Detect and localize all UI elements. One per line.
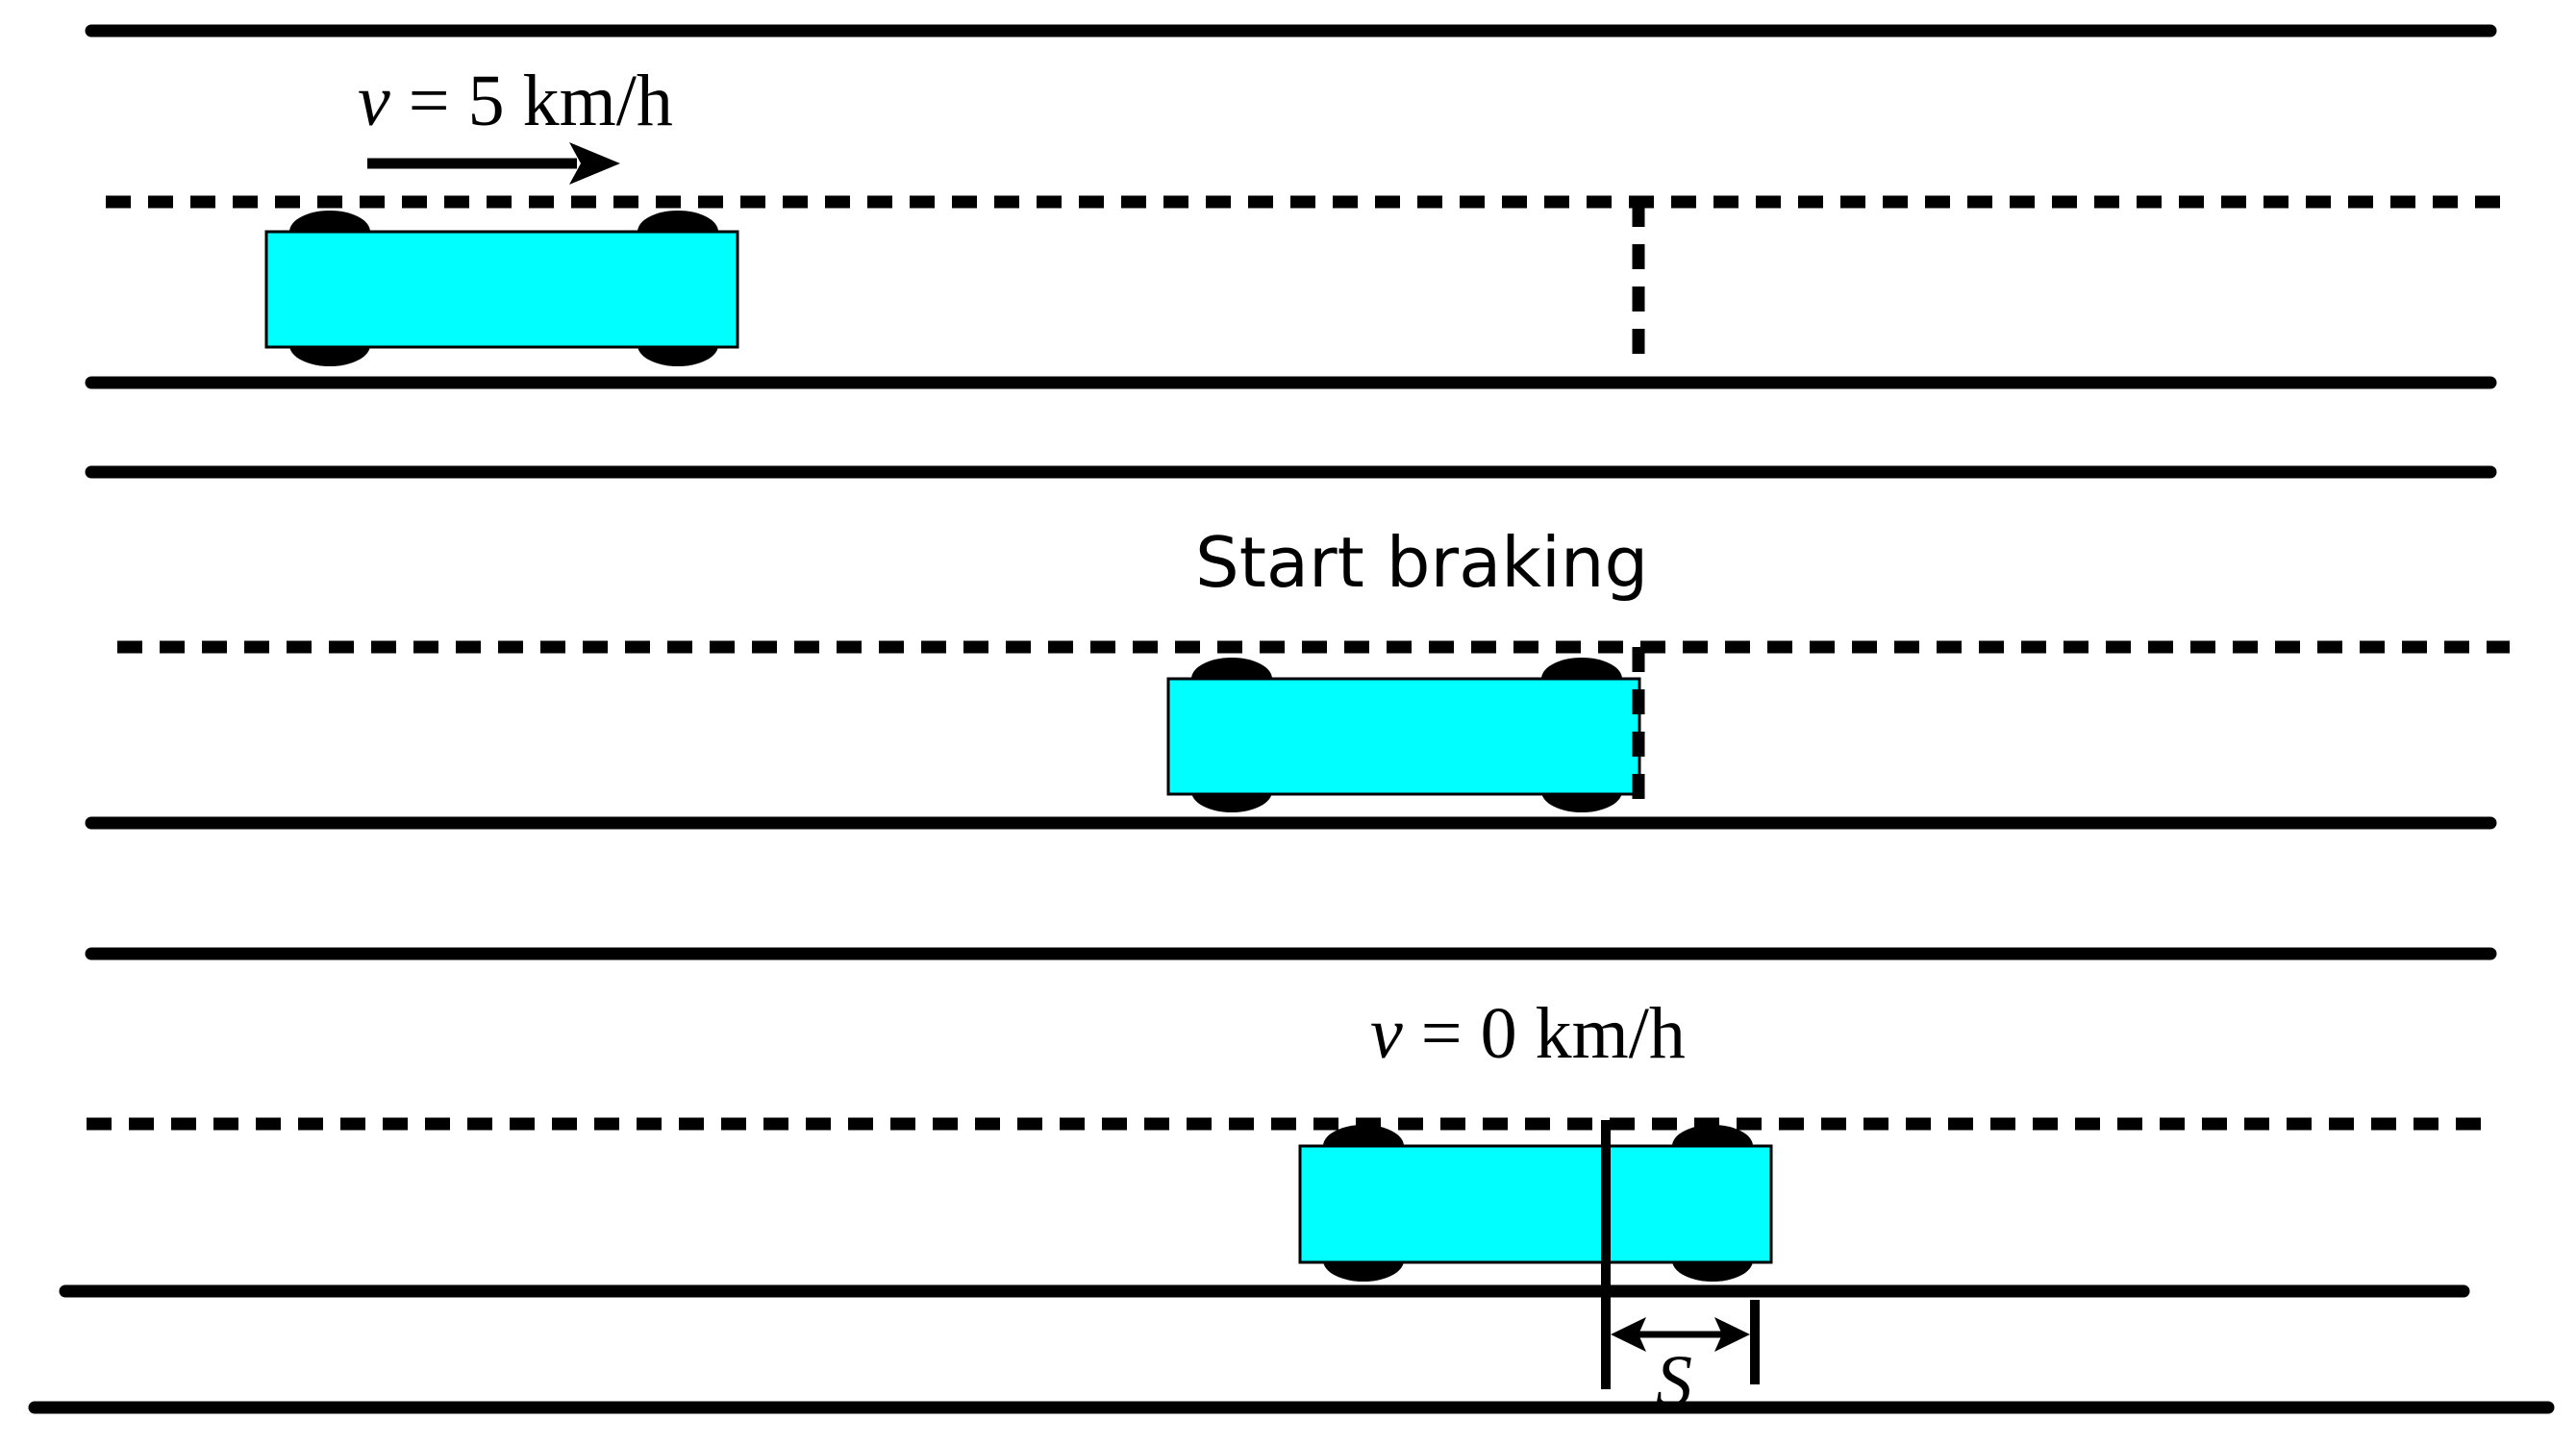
start-braking-label: Start braking — [1195, 522, 1648, 603]
distance-label: S — [1656, 1341, 1692, 1422]
distance-arrow-icon — [1611, 1317, 1750, 1352]
panel-braking: Start braking — [85, 465, 2510, 830]
car-body — [1166, 677, 1641, 796]
car-body — [1298, 1144, 1773, 1264]
speed-value: = 0 km/h — [1403, 993, 1686, 1074]
speed-label-initial: v = 5 km/h — [358, 61, 673, 141]
car-braking — [1166, 658, 1641, 812]
panel-stopped: v = 0 km/h S — [28, 947, 2555, 1422]
speed-variable: v — [358, 61, 390, 141]
speed-value: = 5 km/h — [390, 61, 673, 141]
speed-variable: v — [1370, 993, 1403, 1074]
direction-arrow-icon — [367, 142, 620, 185]
car-stopped — [1298, 1125, 1773, 1282]
car-moving — [264, 211, 739, 366]
panel-moving: v = 5 km/h — [85, 24, 2500, 389]
speed-label-final: v = 0 km/h — [1370, 993, 1686, 1074]
car-body — [264, 230, 739, 349]
